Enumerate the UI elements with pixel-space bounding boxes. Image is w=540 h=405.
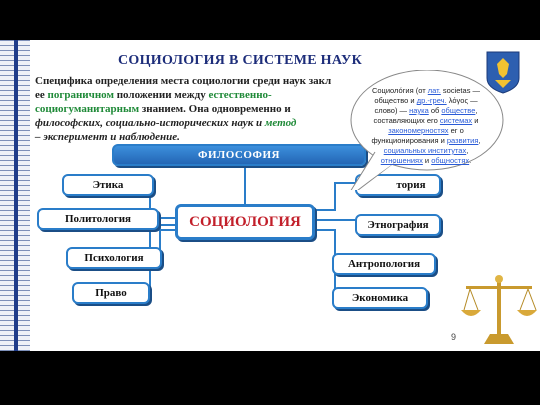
box-political-science-label: Политология [65, 213, 131, 225]
link-development[interactable]: развития [446, 136, 479, 145]
university-emblem-icon [486, 51, 520, 94]
callout-bubble-icon [350, 70, 504, 190]
paragraph-highlight: социогуманитарным [35, 103, 140, 115]
box-history: тория [355, 174, 441, 196]
page-number: 9 [451, 332, 457, 342]
callout-segment: . [469, 156, 472, 165]
scales-of-justice-icon [461, 275, 537, 344]
box-psychology-label: Психология [84, 252, 144, 264]
side-ruler-bar [14, 40, 18, 351]
link-science[interactable]: наука [409, 106, 429, 115]
callout-segment: , [466, 146, 469, 155]
box-history-label: тория [396, 179, 426, 191]
callout-segment: , составляющих его [373, 106, 478, 125]
link-latin[interactable]: лат. [427, 86, 441, 95]
link-social-institutions[interactable]: социальных институтах [383, 146, 467, 155]
box-philosophy: ФИЛОСОФИЯ [112, 144, 366, 166]
box-economics-label: Экономика [351, 292, 409, 304]
box-ethnography-label: Этнография [367, 219, 429, 231]
slide-title: СОЦИОЛОГИЯ В СИСТЕМЕ НАУК [118, 53, 363, 68]
callout-segment: ег о функционирования и [371, 126, 464, 145]
box-ethics-label: Этика [92, 179, 124, 191]
link-systems[interactable]: системах [439, 116, 473, 125]
callout-segment: λόγος — слово) — [374, 96, 478, 115]
box-sociology-label: СОЦИОЛОГИЯ [189, 213, 301, 230]
slide: СОЦИОЛОГИЯ В СИСТЕМЕ НАУК Специфика опре… [0, 40, 540, 351]
box-political-science: Политология [37, 208, 159, 230]
callout-segment: Социоло́гия (от [371, 86, 428, 95]
box-anthropology: Антропология [332, 253, 436, 275]
link-greek[interactable]: др.-греч. [416, 96, 447, 105]
box-economics: Экономика [332, 287, 428, 309]
definition-callout: Социоло́гия (от лат. societas — общество… [345, 70, 505, 190]
side-ruler [0, 40, 30, 351]
paragraph-highlight: естественно- [208, 89, 272, 101]
paragraph-text: положении между [113, 89, 209, 101]
box-law-label: Право [95, 287, 127, 299]
paragraph-text: ее [35, 89, 48, 101]
box-anthropology-label: Антропология [347, 258, 421, 270]
link-communities[interactable]: общностях [431, 156, 470, 165]
paragraph-highlight: пограничном [47, 89, 114, 101]
callout-segment: и [422, 156, 432, 165]
paragraph-text: – эксперимент и наблюдение. [35, 131, 180, 143]
link-relations[interactable]: отношениях [380, 156, 423, 165]
link-society[interactable]: обществе [441, 106, 476, 115]
link-regularities[interactable]: закономерностях [388, 126, 449, 135]
callout-segment: об [428, 106, 442, 115]
box-psychology: Психология [66, 247, 162, 269]
box-law: Право [72, 282, 150, 304]
box-ethics: Этика [62, 174, 154, 196]
paragraph-line-1: Специфика определения места социологии с… [35, 75, 332, 87]
box-sociology: СОЦИОЛОГИЯ [175, 204, 315, 240]
paragraph-text: знанием. Она одновременно и [139, 103, 291, 115]
callout-segment: и [472, 116, 479, 125]
paragraph-highlight: метод [264, 117, 297, 129]
callout-segment: societas — общество и [374, 86, 481, 105]
box-ethnography: Этнография [355, 214, 441, 236]
box-philosophy-label: ФИЛОСОФИЯ [198, 149, 280, 161]
paragraph-text: философских, социально-исторических наук… [35, 117, 265, 129]
intro-paragraph: Специфика определения места социологии с… [35, 74, 365, 144]
callout-text: Социоло́гия (от лат. societas — общество… [365, 86, 487, 166]
callout-segment: , [478, 136, 481, 145]
